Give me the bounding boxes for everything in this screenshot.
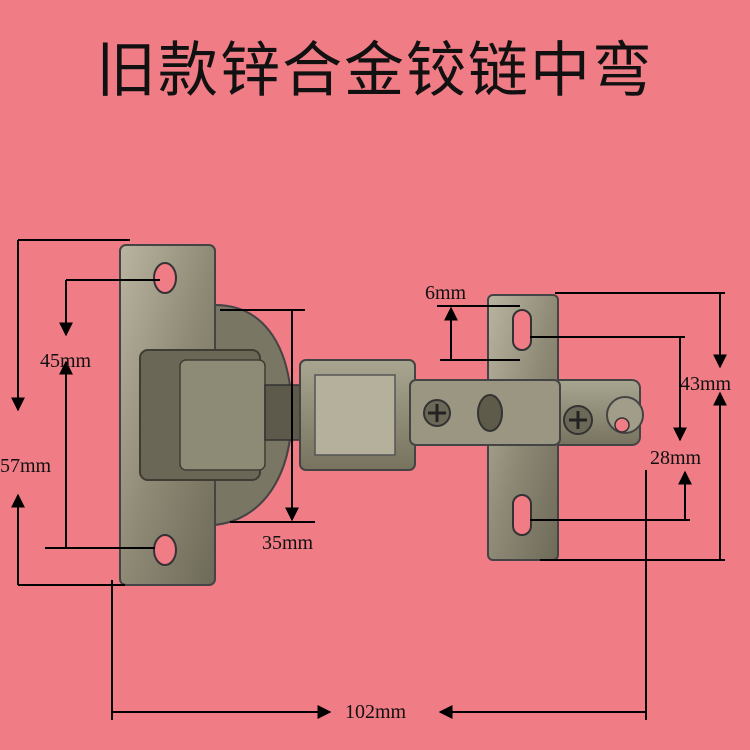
slot-hole-icon [512, 494, 532, 536]
dimension-label-28mm: 28mm [650, 447, 702, 469]
page-title: 旧款锌合金铰链中弯 [96, 36, 654, 106]
screw-hole-icon [153, 262, 177, 294]
dimension-lines [11, 239, 727, 720]
dimension-label-57mm: 57mm [0, 455, 52, 477]
slot-hole-icon [512, 309, 532, 351]
dimension-label-35mm: 35mm [262, 532, 314, 554]
dimension-label-45mm: 45mm [40, 350, 92, 372]
screw-hole-icon [153, 534, 177, 566]
dimension-label-43mm: 43mm [680, 373, 732, 395]
dimension-label-6mm: 6mm [425, 282, 467, 304]
dimension-label-102mm: 102mm [345, 701, 407, 723]
hinge-base-plate [409, 294, 593, 561]
